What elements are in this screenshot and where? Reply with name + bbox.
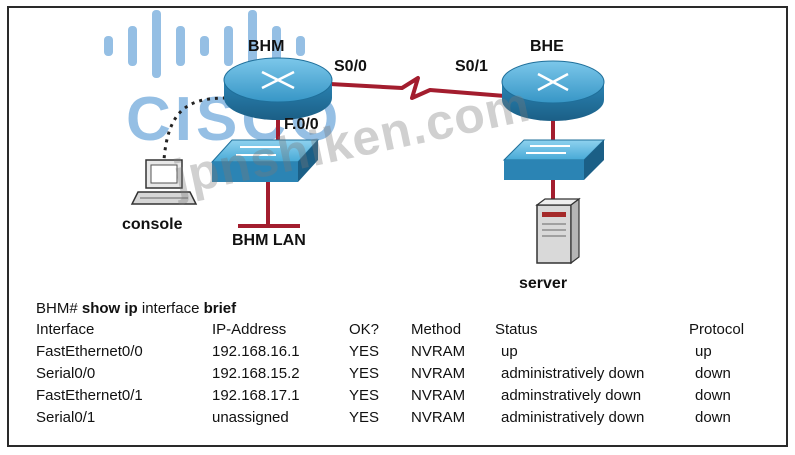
cell-ip-address: 192.168.15.2 (212, 364, 300, 382)
cell-ip-address: 192.168.17.1 (212, 386, 300, 404)
lan-label: BHM LAN (232, 232, 306, 249)
cell-ok: YES (349, 408, 380, 426)
cli-command: BHM# show ip interface brief (36, 300, 236, 317)
cell-status: adminstratively down (501, 386, 642, 404)
cell-ok: YES (349, 386, 380, 404)
cell-status: administratively down (501, 408, 645, 426)
cell-status: up (501, 342, 518, 360)
diagram-frame (7, 6, 788, 447)
pc-console-icon (130, 159, 198, 205)
router-bhm-icon (223, 57, 333, 120)
cell-method: NVRAM (411, 364, 466, 382)
table-header-row: Interface IP-Address OK? Method Status P… (36, 318, 759, 340)
cell-ok: YES (349, 364, 380, 382)
interface-s00-label: S0/0 (334, 58, 367, 75)
router-bhe-label: BHE (530, 38, 564, 55)
cli-command-interface: interface (141, 300, 200, 317)
cell-ok: YES (349, 342, 380, 360)
cell-method: NVRAM (411, 408, 466, 426)
cell-method: NVRAM (411, 342, 466, 360)
interface-fa00-label: F.0/0 (284, 116, 319, 133)
cell-status: administratively down (501, 364, 645, 382)
serial-link (329, 76, 506, 100)
cell-ip-address: unassigned (212, 408, 289, 426)
table-row: FastEthernet0/0 192.168.16.1 YES NVRAM u… (36, 340, 759, 362)
cell-protocol: down (695, 408, 731, 426)
switch-bhm-icon (210, 139, 320, 182)
router-bhe-icon (501, 60, 605, 121)
switch-bhe-icon (502, 139, 606, 180)
interface-s01-label: S0/1 (455, 58, 488, 75)
header-status: Status (495, 320, 538, 338)
cell-interface: Serial0/1 (36, 408, 96, 426)
cli-command-brief: brief (203, 300, 237, 317)
cell-method: NVRAM (411, 386, 466, 404)
cell-ip-address: 192.168.16.1 (212, 342, 300, 360)
server-icon (535, 197, 581, 265)
header-interface: Interface (36, 320, 95, 338)
cell-interface: Serial0/0 (36, 364, 96, 382)
cli-command-show-ip: show ip (81, 300, 138, 317)
cell-interface: FastEthernet0/1 (36, 386, 143, 404)
cli-prompt: BHM# (36, 300, 78, 317)
interface-table: Interface IP-Address OK? Method Status P… (36, 318, 759, 428)
table-row: FastEthernet0/1 192.168.17.1 YES NVRAM a… (36, 384, 759, 406)
console-cable (162, 96, 227, 161)
table-row: Serial0/1 unassigned YES NVRAM administr… (36, 406, 759, 428)
table-row: Serial0/0 192.168.15.2 YES NVRAM adminis… (36, 362, 759, 384)
cell-protocol: down (695, 364, 731, 382)
cell-protocol: up (695, 342, 712, 360)
header-ok: OK? (349, 320, 380, 338)
header-method: Method (411, 320, 462, 338)
router-bhm-label: BHM (248, 38, 285, 55)
cell-protocol: down (695, 386, 731, 404)
pc-console-label: console (122, 216, 183, 233)
header-protocol: Protocol (689, 320, 745, 338)
cell-interface: FastEthernet0/0 (36, 342, 143, 360)
header-ip-address: IP-Address (212, 320, 287, 338)
server-label: server (519, 275, 568, 292)
